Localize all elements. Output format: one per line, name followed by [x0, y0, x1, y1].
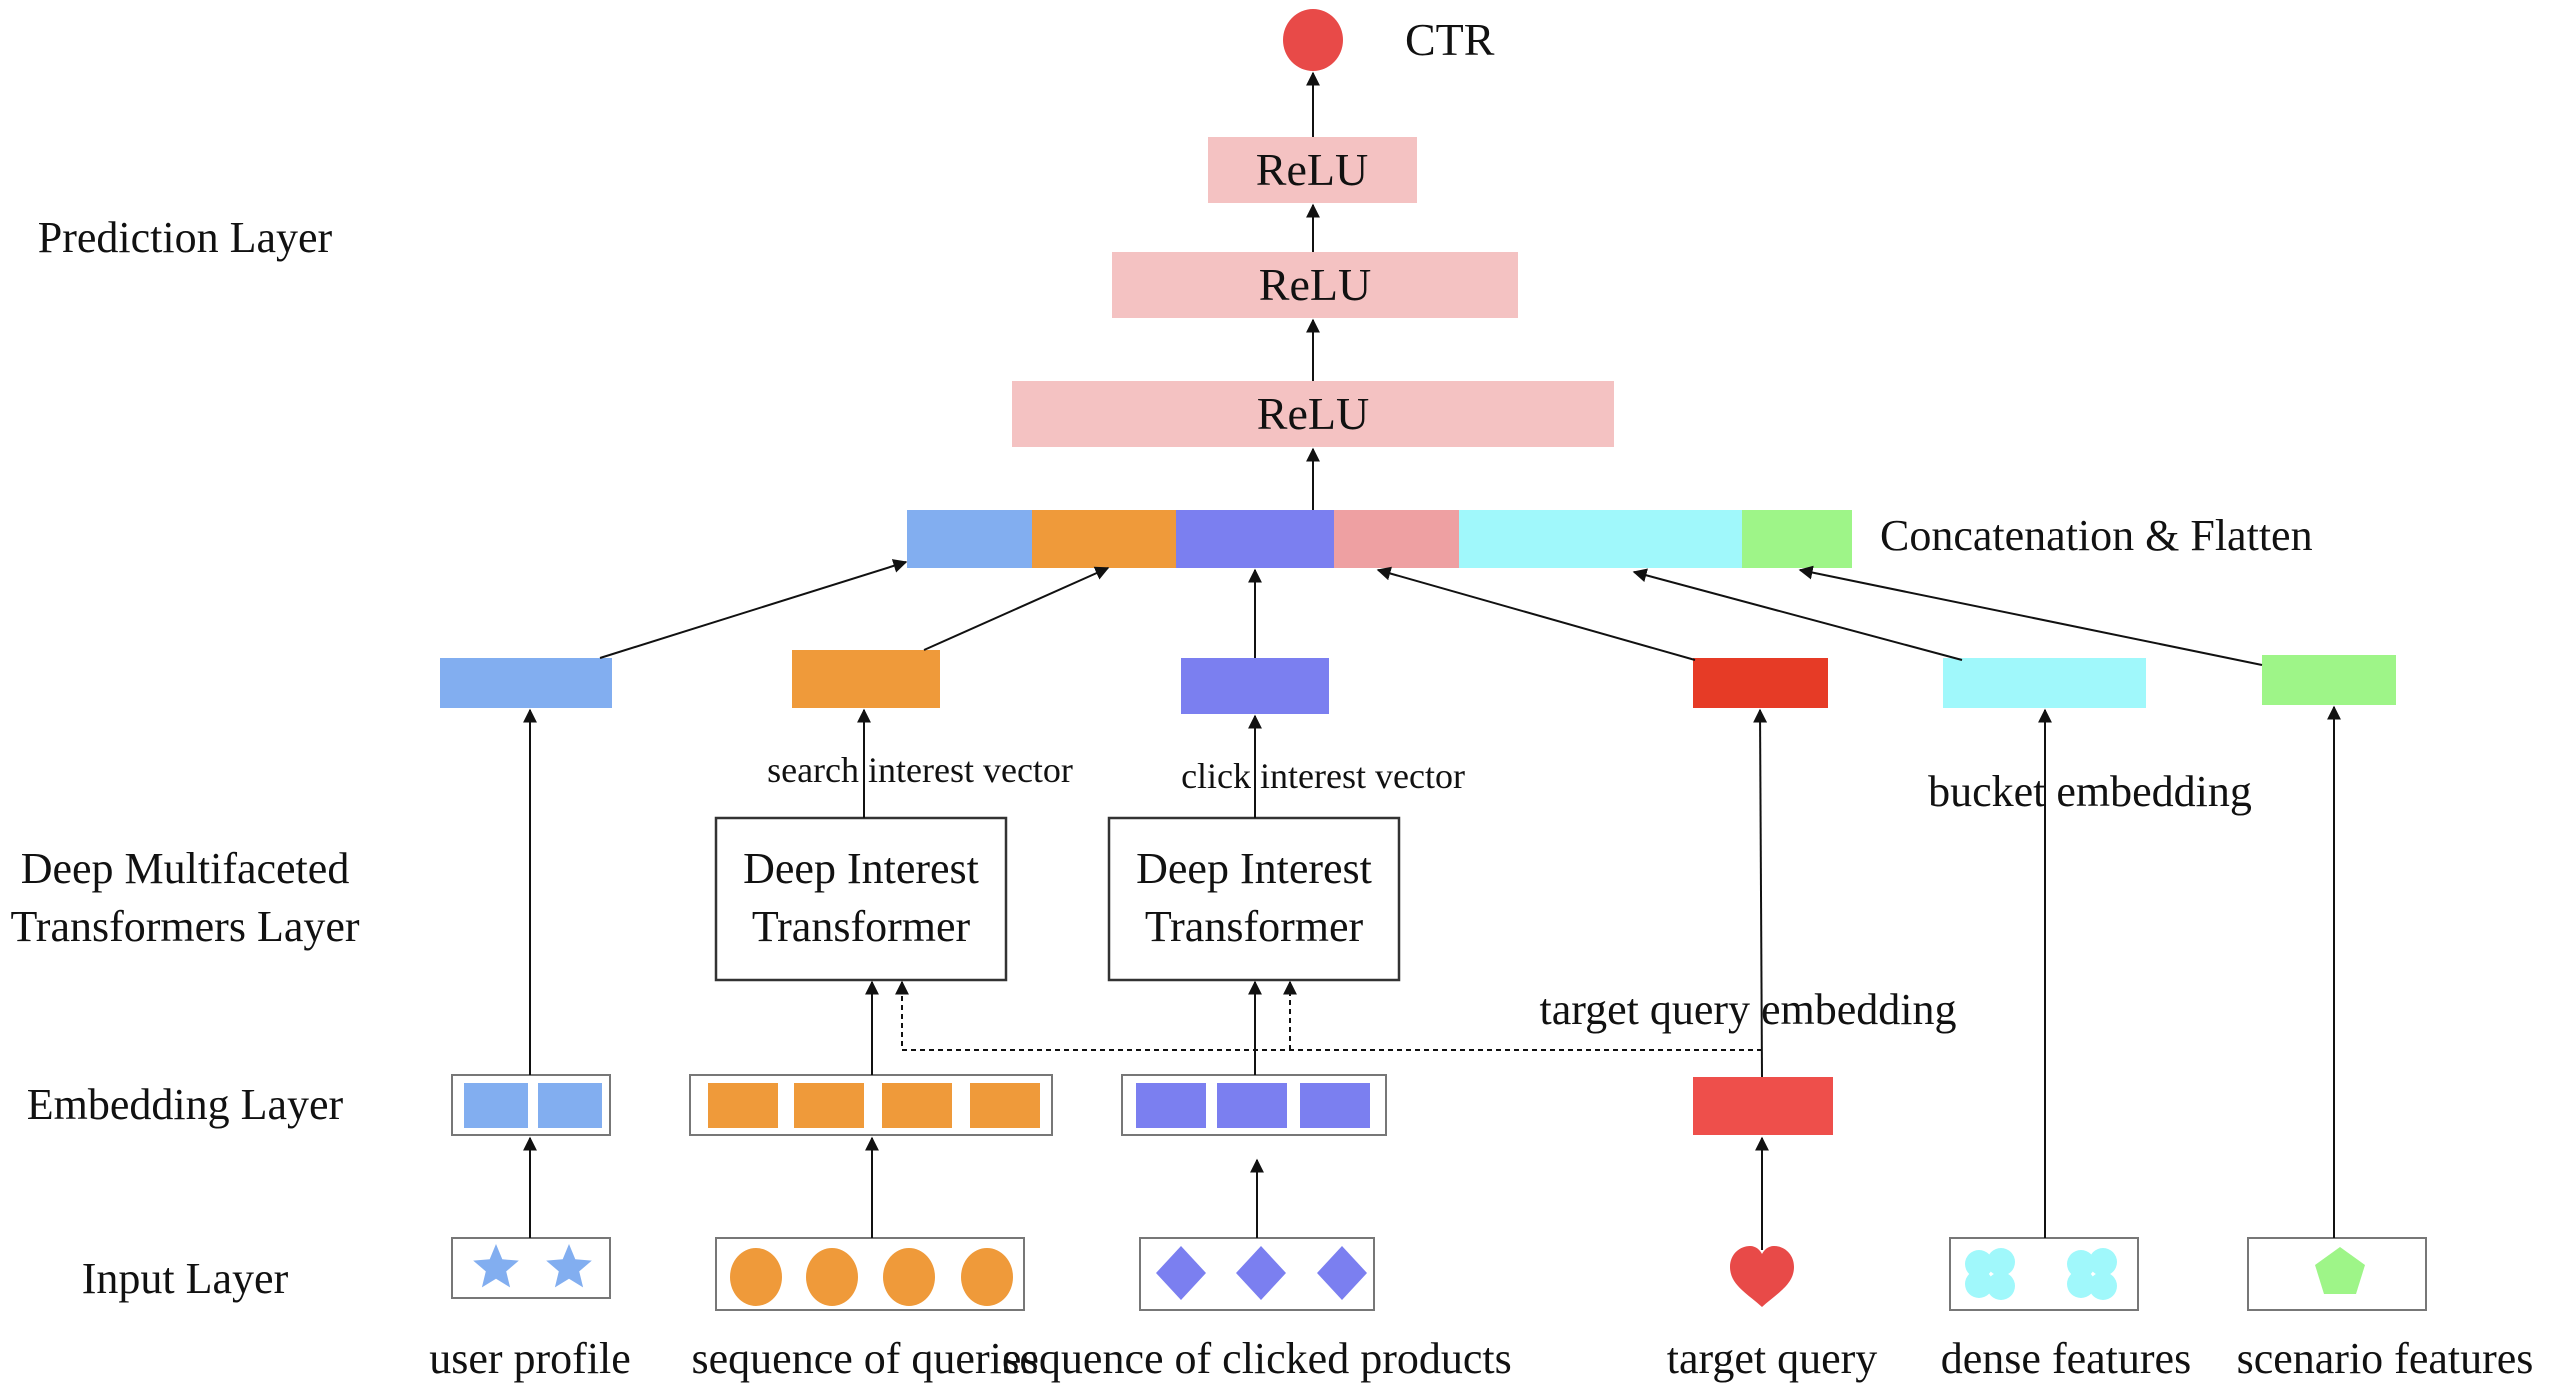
arrow-user-profile-to-concat: [599, 559, 908, 659]
embedding-layer-label: Embedding Layer: [27, 1080, 344, 1129]
query-sequence-embedding: [689, 1074, 1053, 1136]
cloud-icon: [2067, 1248, 2117, 1300]
click-sequence-embedding: [1121, 1074, 1387, 1136]
circle-icon: [806, 1248, 858, 1306]
scenario-features-label: scenario features: [2237, 1334, 2534, 1383]
dmt-layer-label-line1: Deep Multifaceted: [21, 844, 350, 893]
click-embedding-cell: [1217, 1083, 1287, 1128]
query-embedding-cell: [882, 1083, 952, 1128]
query-embedding-cell: [794, 1083, 864, 1128]
concat-segment-target-query: [1334, 510, 1459, 568]
target-query-embedding-label: target query embedding: [1539, 985, 1956, 1034]
click-transformer-label-line2: Transformer: [1145, 902, 1364, 951]
concat-segment-scenario: [1742, 510, 1852, 568]
relu-block-bottom: [1012, 381, 1614, 447]
click-transformer-box: [1107, 816, 1401, 982]
relu-label-top: ReLU: [1256, 144, 1368, 195]
target-query-label: target query: [1667, 1334, 1878, 1383]
star-icon: [546, 1244, 592, 1288]
diamond-icon: [1317, 1246, 1367, 1300]
relu-label-middle: ReLU: [1259, 259, 1371, 310]
user-profile-label: user profile: [429, 1334, 631, 1383]
arrow-scenario-to-concat: [1798, 565, 2263, 666]
click-interest-vector-label: click interest vector: [1181, 756, 1465, 796]
pentagon-icon: [2315, 1247, 2365, 1294]
search-transformer-label-line1: Deep Interest: [743, 844, 979, 893]
query-embedding-cell: [970, 1083, 1040, 1128]
heart-icon: [1730, 1246, 1794, 1307]
relu-block-middle: [1112, 252, 1518, 318]
search-interest-vector-label: search interest vector: [767, 750, 1073, 790]
diamond-icon: [1236, 1246, 1286, 1300]
dense-feature-vector: [1943, 658, 2146, 708]
arrow-target-query-to-concat: [1376, 566, 1696, 661]
prediction-layer-label: Prediction Layer: [38, 213, 333, 262]
ctr-output-node: [1283, 9, 1343, 71]
star-icon: [473, 1244, 519, 1288]
concat-segment-user-profile: [907, 510, 1032, 568]
user-profile-input-box: [451, 1237, 611, 1299]
search-interest-vector: [792, 650, 940, 708]
concat-label: Concatenation & Flatten: [1880, 511, 2313, 560]
query-embedding-cell: [708, 1083, 778, 1128]
user-profile-embedding-cell: [464, 1083, 528, 1128]
bucket-embedding-label: bucket embedding: [1928, 767, 2252, 816]
circle-icon: [883, 1248, 935, 1306]
click-sequence-label: sequence of clicked products: [1002, 1334, 1511, 1383]
relu-block-top: [1208, 137, 1417, 203]
user-profile-embedding: [451, 1074, 611, 1136]
user-profile-vector: [440, 658, 612, 708]
circle-icon: [961, 1248, 1013, 1306]
dmt-layer-label-line2: Transformers Layer: [10, 902, 359, 951]
cloud-icon: [1965, 1248, 2015, 1300]
arrow-dense-to-concat: [1632, 568, 1963, 661]
concat-segment-clicks: [1176, 510, 1334, 568]
click-transformer-label-line1: Deep Interest: [1136, 844, 1372, 893]
user-profile-embedding-cell: [538, 1083, 602, 1128]
ctr-label: CTR: [1405, 14, 1495, 65]
scenario-feature-vector: [2262, 655, 2396, 705]
target-query-embedding: [1693, 1077, 1833, 1135]
dense-features-label: dense features: [1941, 1334, 2191, 1383]
diamond-icon: [1156, 1246, 1206, 1300]
concat-segment-queries: [1032, 510, 1176, 568]
input-layer-label: Input Layer: [82, 1254, 289, 1303]
concat-segment-dense: [1459, 510, 1742, 568]
search-transformer-box: [714, 816, 1008, 982]
click-embedding-cell: [1300, 1083, 1370, 1128]
search-transformer-label-line2: Transformer: [752, 902, 971, 951]
query-sequence-label: sequence of queries: [692, 1334, 1039, 1383]
arrow-target-embedding-to-vector: [1753, 708, 1768, 1078]
arrow-search-to-concat: [923, 566, 1110, 651]
click-interest-vector: [1181, 658, 1329, 714]
target-query-to-search-transformer: [895, 980, 1762, 1051]
target-query-vector: [1693, 658, 1828, 708]
click-embedding-cell: [1136, 1083, 1206, 1128]
circle-icon: [730, 1248, 782, 1306]
relu-label-bottom: ReLU: [1257, 388, 1369, 439]
